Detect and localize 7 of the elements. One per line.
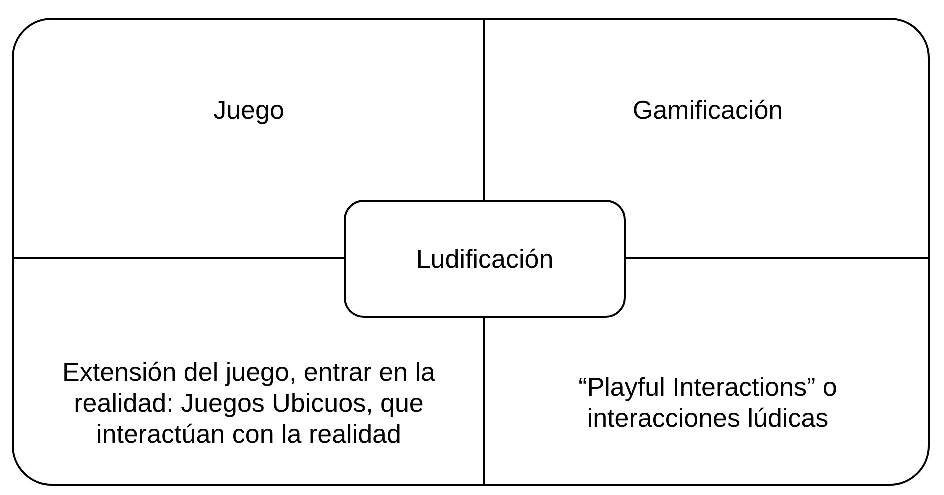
center-box	[344, 200, 626, 318]
quadrant-label: Juego	[214, 94, 284, 126]
quadrant-label: Extensión del juego, entrar en la realidad: Juegos Ubicuos, que interactúan con la realidad	[62, 356, 436, 450]
frame-border	[12, 18, 930, 486]
quadrant-label: Gamificación	[632, 94, 784, 126]
quadrant-label: “Playful Interactions” o interacciones lúdicas	[578, 372, 838, 434]
center-label: Ludificación	[416, 244, 554, 274]
